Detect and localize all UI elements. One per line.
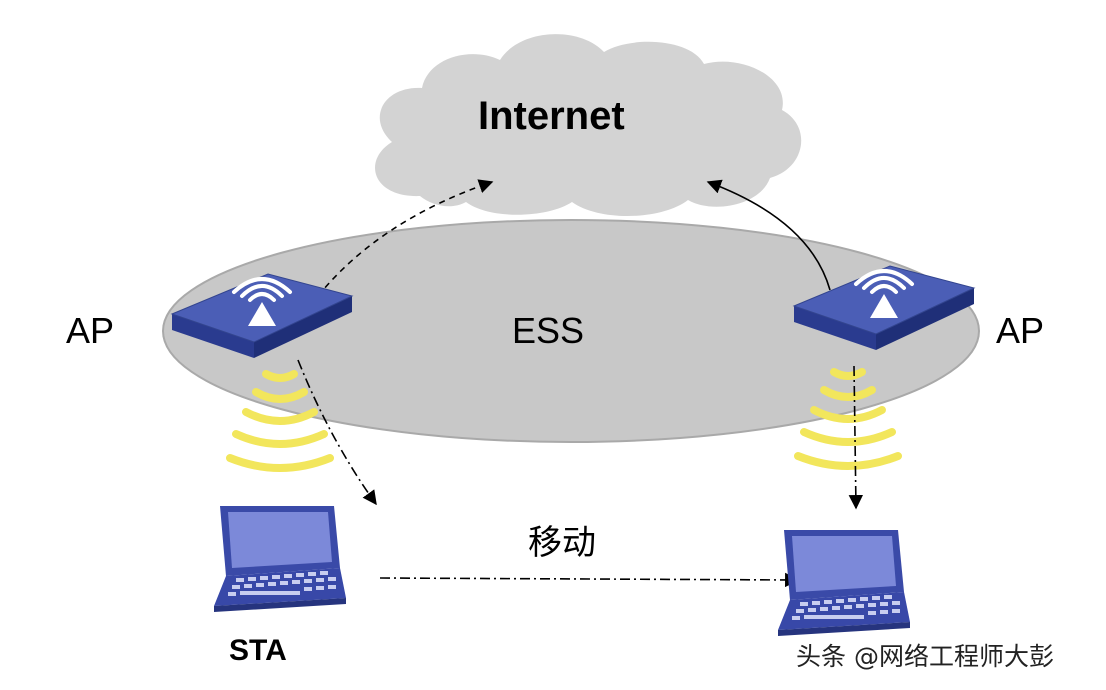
right-laptop-icon xyxy=(778,530,910,636)
watermark-text: 头条 @网络工程师大彭 xyxy=(796,642,1054,671)
internet-label: Internet xyxy=(478,94,625,138)
left-laptop-icon xyxy=(214,506,346,612)
right-ap-to-sta-line xyxy=(848,365,864,510)
left-ap-to-sta-line xyxy=(297,359,377,506)
ess-label: ESS xyxy=(512,310,585,351)
ap-label-left: AP xyxy=(66,310,115,351)
ap-label-right: AP xyxy=(996,310,1045,351)
right-ap-to-internet-line xyxy=(706,179,831,291)
ess-ellipse xyxy=(162,219,980,443)
left-ap-to-internet-line xyxy=(317,179,494,297)
internet-cloud-icon xyxy=(375,34,802,217)
sta-label: STA xyxy=(229,634,287,667)
move-label: 移动 xyxy=(528,523,596,563)
move-arrow xyxy=(379,572,800,588)
